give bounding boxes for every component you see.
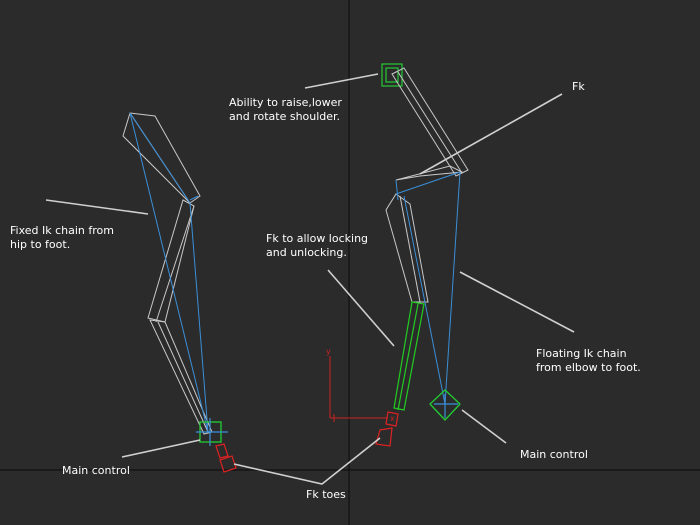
annotation-shoulder: Ability to raise,lower and rotate should…	[229, 96, 342, 123]
right-ik-solver	[395, 171, 461, 405]
left-ik-solver	[129, 112, 209, 433]
pointer-main-right	[461, 409, 507, 444]
left-foot-edge	[157, 321, 209, 433]
left-thigh-bone[interactable]	[122, 112, 201, 204]
pointer-floating-ik	[459, 271, 575, 333]
right-upper-fk-bone[interactable]	[391, 67, 469, 177]
left-fk-toes[interactable]	[215, 443, 237, 473]
annotation-fk-toes: Fk toes	[306, 488, 346, 501]
right-leg-bones[interactable]	[385, 67, 469, 303]
annotation-fk-lock: Fk to allow locking and unlocking.	[266, 232, 369, 259]
annotation-fk: Fk	[572, 80, 585, 93]
annotation-main-control-left: Main control	[62, 464, 130, 477]
right-upper-fk-edge	[397, 71, 463, 174]
right-hip-bone[interactable]	[395, 165, 464, 181]
transform-gizmo[interactable]	[329, 356, 388, 422]
left-leg[interactable]	[122, 112, 213, 435]
right-thigh-edge	[399, 195, 421, 303]
pointer-fixed-ik	[45, 199, 149, 215]
right-main-control[interactable]	[429, 389, 461, 421]
pointer-shoulder	[304, 73, 379, 89]
annotation-fixed-ik: Fixed Ik chain from hip to foot.	[10, 224, 114, 251]
pointer-fk-lock	[327, 269, 395, 347]
right-fk-lock-bone[interactable]	[393, 301, 425, 411]
left-main-control[interactable]	[196, 418, 228, 446]
pointer-main-left	[121, 439, 201, 458]
gizmo-x-label: x	[390, 414, 395, 423]
pointer-lines	[45, 73, 575, 485]
left-shin-bone[interactable]	[147, 199, 195, 323]
pointer-fk	[419, 93, 563, 175]
shoulder-control[interactable]	[381, 63, 403, 87]
annotation-floating-ik: Floating Ik chain from elbow to foot.	[536, 347, 641, 374]
annotation-main-control-right: Main control	[520, 448, 588, 461]
left-shin-edge	[155, 205, 195, 323]
gizmo-y-label: y	[326, 347, 331, 356]
pointer-fk-toes	[233, 437, 381, 485]
left-foot-bone[interactable]	[149, 319, 213, 435]
